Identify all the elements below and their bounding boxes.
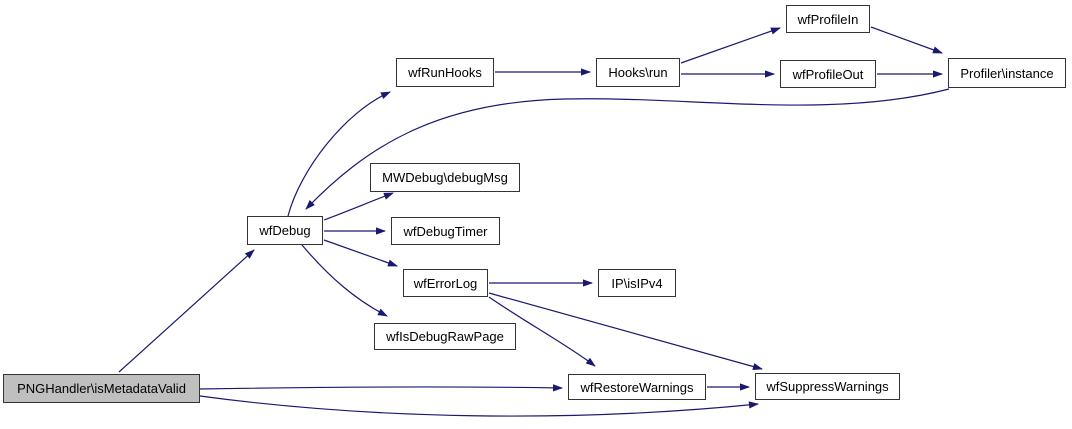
node-ip-is-ipv4[interactable]: IP\isIPv4 <box>598 269 676 297</box>
edge-wfDebug-wfRunHooks <box>287 91 391 217</box>
edge-isMetadataValid-wfDebug <box>118 249 255 373</box>
node-wf-error-log[interactable]: wfErrorLog <box>403 269 488 297</box>
edge-wfDebug-wfIsDebugRawPage <box>301 244 388 317</box>
node-wf-run-hooks[interactable]: wfRunHooks <box>396 58 494 87</box>
node-profiler-instance[interactable]: Profiler\instance <box>948 58 1066 88</box>
edge-Profiler-instance-wfDebug <box>305 88 950 210</box>
edge-wfProfileIn-Profiler-instance <box>870 26 943 54</box>
node-wf-suppress-warnings[interactable]: wfSuppressWarnings <box>755 373 900 400</box>
node-hooks-run[interactable]: Hooks\run <box>596 58 680 87</box>
edge-wfDebug-wfErrorLog <box>323 239 398 267</box>
edge-wfErrorLog-wfRestoreWarnings <box>488 296 596 367</box>
edge-Hooks-run-wfProfileIn <box>680 27 781 64</box>
node-wf-debug-timer[interactable]: wfDebugTimer <box>391 217 500 245</box>
node-wf-profile-in[interactable]: wfProfileIn <box>786 5 870 33</box>
node-wf-profile-out[interactable]: wfProfileOut <box>780 60 876 88</box>
edge-isMetadataValid-wfRestoreWarnings <box>199 384 563 392</box>
node-wf-debug[interactable]: wfDebug <box>247 216 323 245</box>
node-wf-restore-warnings[interactable]: wfRestoreWarnings <box>568 374 706 400</box>
node-mw-debug-debug-msg[interactable]: MWDebug\debugMsg <box>370 163 520 192</box>
edge-isMetadataValid-wfSuppressWarnings <box>199 395 759 417</box>
node-png-handler-is-metadata-valid: PNGHandler\isMetadataValid <box>3 374 200 403</box>
edge-wfErrorLog-wfSuppressWarnings <box>488 292 763 371</box>
node-wf-is-debug-raw-page[interactable]: wfIsDebugRawPage <box>374 323 516 350</box>
edge-wfDebug-MWDebug-debugMsg <box>323 192 394 221</box>
